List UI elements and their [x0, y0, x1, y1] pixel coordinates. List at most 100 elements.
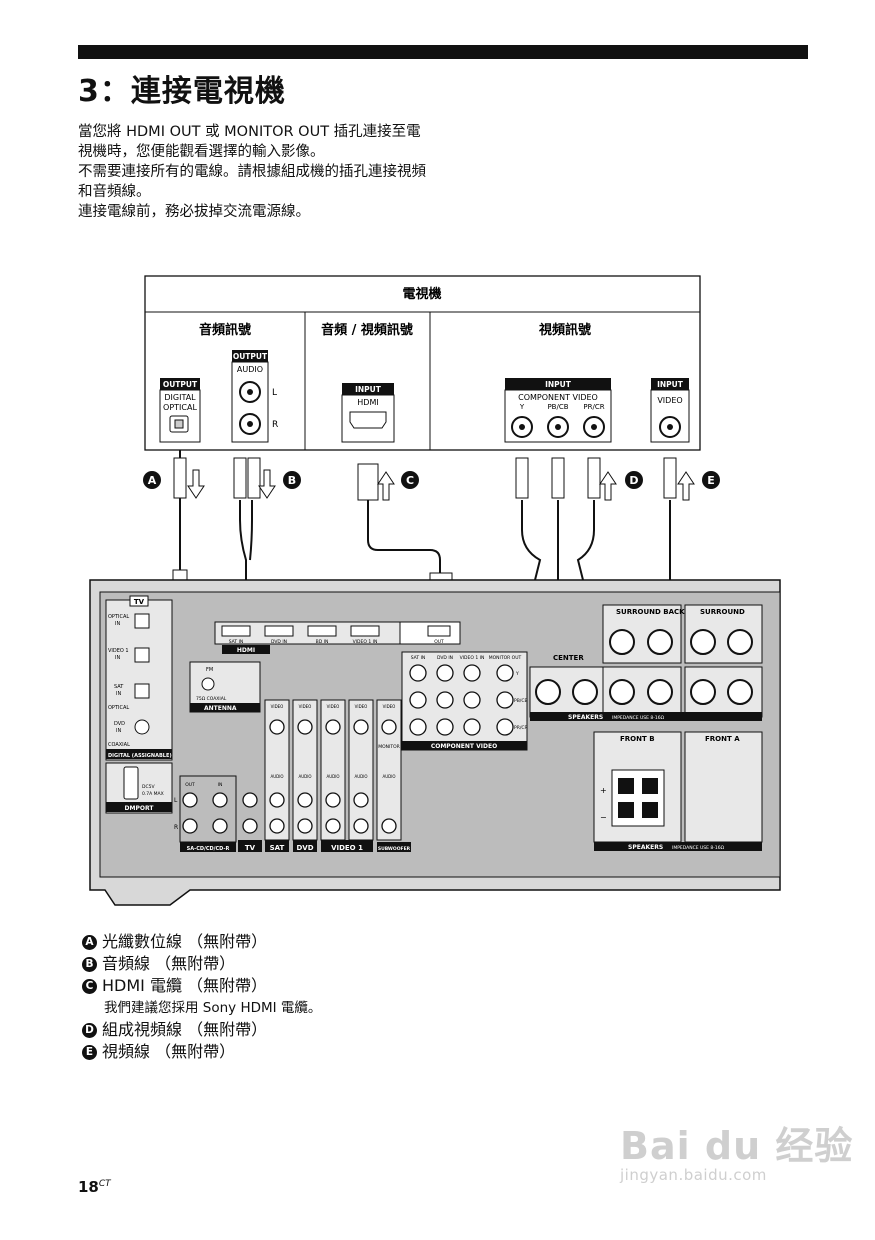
tv-hdmi-port — [349, 411, 387, 429]
rcv-comp-pb: PB/CB — [514, 698, 528, 704]
header-rule — [78, 45, 808, 59]
rcv-label-sat: SAT — [270, 844, 285, 852]
rcv-sat-in-sub: IN — [116, 691, 121, 697]
rcv-audio-in-3: AUDIO — [354, 774, 367, 779]
tv-component-pb: PB/CB — [547, 403, 568, 411]
legend-note-text: 我們建議您採用 Sony HDMI 電纜。 — [104, 1000, 322, 1016]
tv-component-label: COMPONENT VIDEO — [518, 393, 598, 402]
tv-component-pr: PR/CR — [583, 403, 604, 411]
cable-badges: A B C D E — [143, 471, 720, 489]
watermark-main: Bai du 经验 — [620, 1124, 854, 1168]
rcv-label-video1: VIDEO 1 — [331, 844, 363, 852]
rcv-antenna: ANTENNA — [204, 705, 237, 712]
rcv-l: L — [174, 797, 178, 804]
tv-input-label: INPUT — [355, 385, 382, 394]
tv-hdmi-label: HDMI — [357, 398, 378, 407]
rcv-optical-in-sub: IN — [115, 621, 120, 627]
rcv-comp-sat: SAT IN — [411, 655, 426, 661]
baidu-watermark: Bai du 经验 jingyan.baidu.com — [620, 1115, 853, 1184]
rcv-video1-in-sub: IN — [115, 655, 120, 661]
rcv-monitor: MONITOR — [378, 744, 400, 750]
tv-l-label: L — [272, 388, 277, 398]
rcv-hdmi-sat: SAT IN — [229, 639, 244, 645]
legend-item: D 組成視頻線 （無附帶） — [82, 1019, 502, 1041]
rcv-impedance: IMPEDANCE USE 8-16Ω — [612, 715, 665, 721]
tv-video-input-label: INPUT — [657, 380, 684, 389]
legend-item: B 音頻線 （無附帶） — [82, 953, 502, 975]
section-av: 音頻 / 視頻訊號 — [321, 322, 413, 338]
tv-digital-label: DIGITAL — [164, 393, 196, 402]
rcv-coaxial-75: 75Ω COAXIAL — [196, 696, 227, 702]
rcv-fm: FM — [206, 667, 213, 673]
rcv-video-out-2: VIDEO — [383, 704, 396, 709]
rcv-optical2: OPTICAL — [108, 705, 129, 711]
rcv-speakers: SPEAKERS — [568, 714, 603, 721]
intro-paragraph: 不需要連接所有的電線。請根據組成機的插孔連接視頻和音頻線。 — [78, 164, 426, 200]
rcv-sat-in: SAT — [114, 684, 124, 690]
intro-text: 當您將 HDMI OUT 或 MONITOR OUT 插孔連接至電視機時，您便能… — [78, 122, 430, 222]
legend-text: 光纖數位線 （無附帶） — [102, 932, 268, 951]
rcv-speakers-2: SPEAKERS — [628, 844, 663, 851]
tv-audio-label: AUDIO — [237, 365, 263, 374]
rcv-surround-back: SURROUND BACK — [616, 608, 685, 616]
page-number: 18CT — [78, 1178, 111, 1196]
tv-component-y: Y — [519, 403, 525, 411]
rcv-comp-pr: PR/CR — [514, 725, 528, 731]
section-audio: 音頻訊號 — [199, 322, 251, 338]
rcv-plus: + — [600, 786, 607, 795]
badge-b: B — [288, 474, 296, 487]
rcv-sacd-out: OUT — [185, 782, 195, 788]
rcv-label-dvd: DVD — [296, 844, 313, 852]
tv-audio-output-label: OUTPUT — [233, 352, 268, 361]
rcv-front-a: FRONT A — [705, 735, 740, 743]
rcv-hdmi-video1: VIDEO 1 IN — [353, 639, 378, 645]
rcv-audio-out-2: AUDIO — [382, 774, 395, 779]
intro-paragraph: 連接電線前，務必拔掉交流電源線。 — [78, 204, 310, 220]
rcv-coaxial: COAXIAL — [108, 742, 130, 748]
rcv-hdmi-bd: BD IN — [316, 639, 329, 645]
rcv-audio-in-1: AUDIO — [270, 774, 283, 779]
legend-item: E 視頻線 （無附帶） — [82, 1041, 502, 1063]
rcv-dc-max: 0.7A MAX — [142, 791, 164, 797]
rcv-audio-in-2: AUDIO — [298, 774, 311, 779]
cable-legend: A 光纖數位線 （無附帶） B 音頻線 （無附帶） C HDMI 電纜 （無附帶… — [82, 931, 502, 1063]
rcv-video-in-2: VIDEO — [299, 704, 312, 709]
rcv-comp-video1: VIDEO 1 IN — [460, 655, 485, 661]
rcv-center: CENTER — [553, 654, 584, 662]
rcv-hdmi-dvd: DVD IN — [271, 639, 287, 645]
rcv-dc5v: DC5V — [142, 784, 155, 790]
tv-output-label: OUTPUT — [163, 380, 198, 389]
page-title: 3：連接電視機 — [78, 74, 286, 109]
section-video: 視頻訊號 — [538, 322, 591, 338]
rcv-front-b: FRONT B — [620, 735, 655, 743]
rcv-minus: − — [600, 813, 607, 822]
page-number-value: 18 — [78, 1178, 99, 1196]
tv-panel — [144, 275, 701, 451]
rcv-video1-in: VIDEO 1 — [108, 648, 129, 654]
legend-badge: D — [82, 1022, 97, 1038]
rcv-dvd-in: DVD — [114, 721, 125, 727]
tv-video-label: VIDEO — [657, 396, 682, 405]
rcv-video-out-1: VIDEO — [327, 704, 340, 709]
rcv-optical-in: OPTICAL — [108, 614, 129, 620]
rcv-comp-y: Y — [515, 671, 519, 677]
legend-text: 音頻線 （無附帶） — [102, 954, 236, 973]
watermark-sub: jingyan.baidu.com — [620, 1166, 767, 1184]
badge-e: E — [707, 474, 715, 487]
badge-a: A — [148, 474, 157, 487]
legend-note: 我們建議您採用 Sony HDMI 電纜。 — [82, 997, 502, 1019]
rcv-video-in-3: VIDEO — [355, 704, 368, 709]
legend-badge: B — [82, 956, 97, 972]
intro-paragraph: 當您將 HDMI OUT 或 MONITOR OUT 插孔連接至電視機時，您便能… — [78, 124, 421, 160]
badge-c: C — [406, 474, 414, 487]
rcv-comp-monitor: MONITOR OUT — [489, 655, 522, 661]
rcv-audio-out-1: AUDIO — [326, 774, 339, 779]
rcv-digital-assignable: DIGITAL (ASSIGNABLE) — [108, 753, 172, 759]
legend-text: HDMI 電纜 （無附帶） — [102, 976, 268, 995]
rcv-comp-label: COMPONENT VIDEO — [431, 743, 497, 750]
rcv-sacd-in: IN — [218, 782, 223, 788]
rcv-surround: SURROUND — [700, 608, 745, 616]
legend-text: 組成視頻線 （無附帶） — [102, 1020, 268, 1039]
rcv-comp-dvd: DVD IN — [437, 655, 453, 661]
